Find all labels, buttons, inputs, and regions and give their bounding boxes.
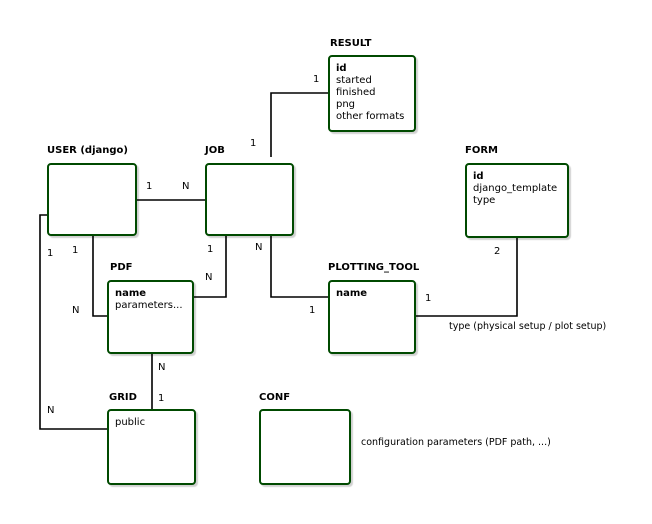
plotting-tool-attributes: name (336, 288, 367, 300)
job-title: JOB (205, 145, 225, 156)
card-tool-form-tool: 1 (425, 293, 432, 304)
card-job-pdf-pdf: N (205, 272, 213, 283)
conf-entity[interactable] (259, 409, 351, 485)
attribute: finished (336, 87, 376, 98)
card-user-pdf-user: 1 (72, 245, 79, 256)
user-entity[interactable] (47, 163, 137, 236)
grid-entity[interactable]: public (107, 409, 196, 485)
card-user-grid-grid: N (47, 405, 55, 416)
attribute: type (473, 195, 496, 206)
pdf-title: PDF (110, 262, 133, 273)
card-pdf-grid-pdf: N (158, 362, 166, 373)
card-user-job-user: 1 (146, 181, 153, 192)
grid-attributes: public (115, 417, 145, 429)
rel-user-pdf (92, 236, 107, 317)
card-user-grid-user: 1 (47, 248, 54, 259)
rel-job-result (270, 92, 328, 157)
note-tool-form: type (physical setup / plot setup) (449, 321, 607, 332)
note-conf: configuration parameters (PDF path, ...) (361, 437, 551, 448)
card-job-pdf-job: 1 (207, 244, 214, 255)
primary-key-attribute: name (336, 288, 368, 299)
result-title: RESULT (330, 38, 372, 49)
primary-key-attribute: id (336, 63, 347, 74)
attribute: started (336, 75, 372, 86)
plotting-tool-title: PLOTTING_TOOL (328, 262, 420, 273)
card-job-tool-job: N (255, 242, 263, 253)
job-entity[interactable] (205, 163, 294, 236)
rel-job-tool (270, 236, 328, 298)
attribute: other formats (336, 111, 405, 122)
attribute: parameters... (115, 300, 183, 311)
attribute: png (336, 99, 356, 110)
card-tool-form-form: 2 (494, 246, 501, 257)
card-pdf-grid-grid: 1 (158, 393, 165, 404)
plotting-tool-entity[interactable]: name (328, 280, 416, 354)
attribute: django_template (473, 183, 558, 194)
attribute: public (115, 417, 146, 428)
form-title: FORM (465, 145, 498, 156)
user-title: USER (django) (47, 145, 128, 156)
rel-job-pdf (194, 236, 227, 298)
primary-key-attribute: name (115, 288, 147, 299)
rel-user-grid (39, 214, 107, 430)
card-user-pdf-pdf: N (72, 305, 80, 316)
primary-key-attribute: id (473, 171, 484, 182)
card-job-result-result: 1 (313, 74, 320, 85)
rel-tool-form (416, 238, 518, 317)
card-job-tool-tool: 1 (309, 305, 316, 316)
card-user-job-job: N (182, 181, 190, 192)
conf-title: CONF (259, 392, 291, 403)
grid-title: GRID (109, 392, 137, 403)
card-job-result-job: 1 (250, 138, 257, 149)
